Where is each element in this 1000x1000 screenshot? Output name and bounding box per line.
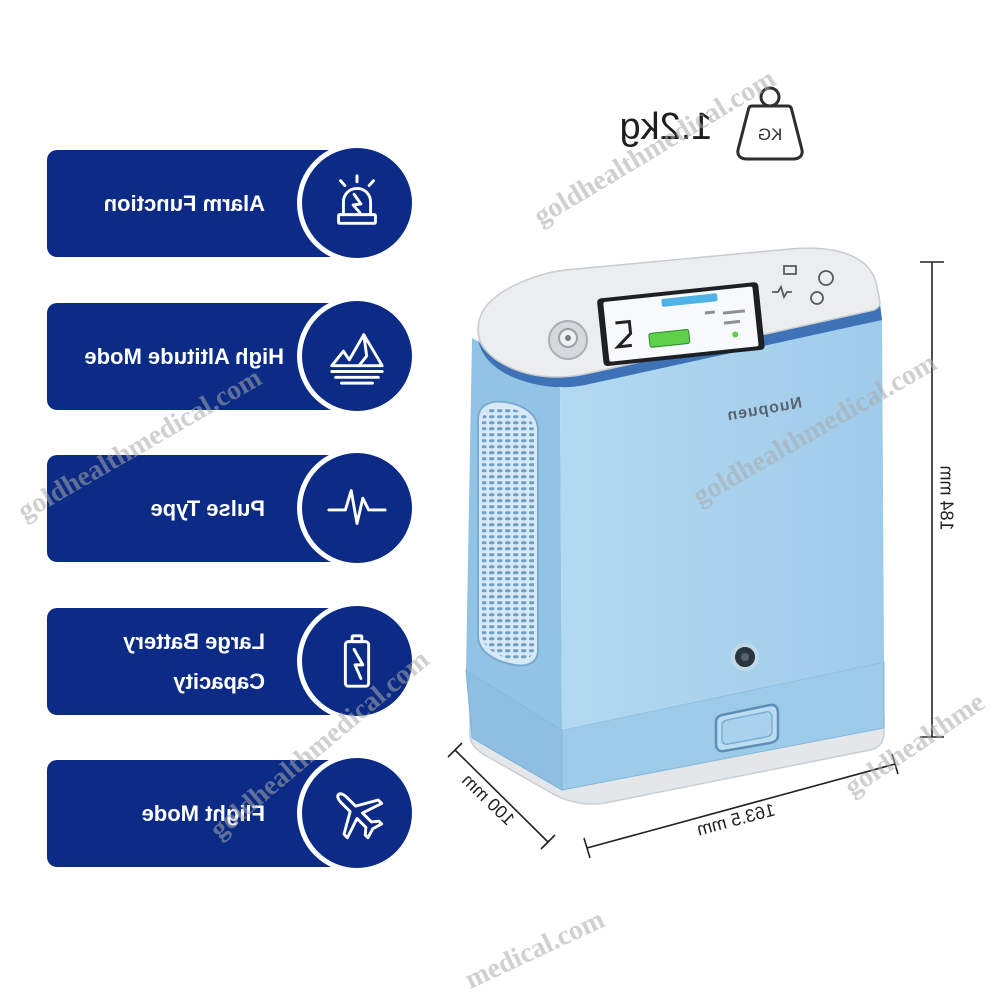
weight-badge-text: KG: [758, 125, 783, 144]
feature-pulse-type: Pulse Type: [47, 448, 417, 568]
feature-label-wrap: Flight Mode: [65, 760, 265, 867]
alarm-button-icon: [810, 291, 824, 305]
feature-label: High Altitude Mode: [84, 343, 284, 369]
pulse-icon: [327, 489, 387, 525]
mode-button-icon: [783, 265, 797, 275]
airplane-icon: [336, 792, 384, 840]
feature-label: Alarm Function: [103, 190, 265, 216]
depth-dimension-line: [454, 749, 549, 843]
feature-icon-circle: [297, 143, 417, 263]
feature-icon-circle: [297, 601, 417, 721]
power-button-icon: [818, 270, 834, 286]
mountain-icon: [330, 333, 384, 385]
feature-bar: [47, 150, 339, 257]
oxygen-outlet-knob: [548, 320, 588, 360]
device-front-face: [560, 318, 884, 730]
device-port: [731, 643, 759, 671]
alarm-icon: [337, 174, 377, 225]
device-grille-holes: [482, 406, 534, 661]
feature-label-wrap: Pulse Type: [65, 455, 265, 562]
feature-bar: [47, 608, 339, 715]
weight-icon: KG: [736, 86, 804, 161]
device-handle: [714, 703, 780, 753]
feature-bar: [47, 455, 339, 562]
feature-label-wrap: High Altitude Mode: [52, 303, 284, 410]
feature-bar: [47, 303, 339, 410]
width-dimension-line: [586, 763, 896, 849]
feature-alarm-function: Alarm Function: [47, 143, 417, 263]
feature-high-altitude-mode: High Altitude Mode: [47, 296, 417, 416]
dimension-lines: [447, 261, 944, 859]
feature-bar: [47, 760, 339, 867]
feature-label: Flight Mode: [141, 800, 265, 826]
feature-large-battery-capacity: Large Battery Capacity: [47, 601, 417, 721]
feature-icon-circle: [297, 448, 417, 568]
feature-icon-circle: [297, 296, 417, 416]
battery-icon: [343, 634, 371, 688]
feature-icon-circle: [297, 753, 417, 873]
device-screen: [597, 282, 765, 366]
device-lid-band: [478, 304, 882, 388]
feature-label-wrap: Large Battery Capacity: [65, 608, 265, 715]
feature-flight-mode: Flight Mode: [47, 753, 417, 873]
feature-label-wrap: Alarm Function: [65, 150, 265, 257]
feature-label: Pulse Type: [150, 495, 265, 521]
weight-value: 1.2kg: [619, 106, 713, 148]
height-dimension-label: 184 mm: [936, 465, 957, 531]
device-control-buttons: [772, 265, 834, 305]
feature-label: Large Battery Capacity: [123, 628, 265, 694]
screen-battery-indicator: [648, 329, 691, 348]
pulse-button-icon: [772, 284, 792, 300]
